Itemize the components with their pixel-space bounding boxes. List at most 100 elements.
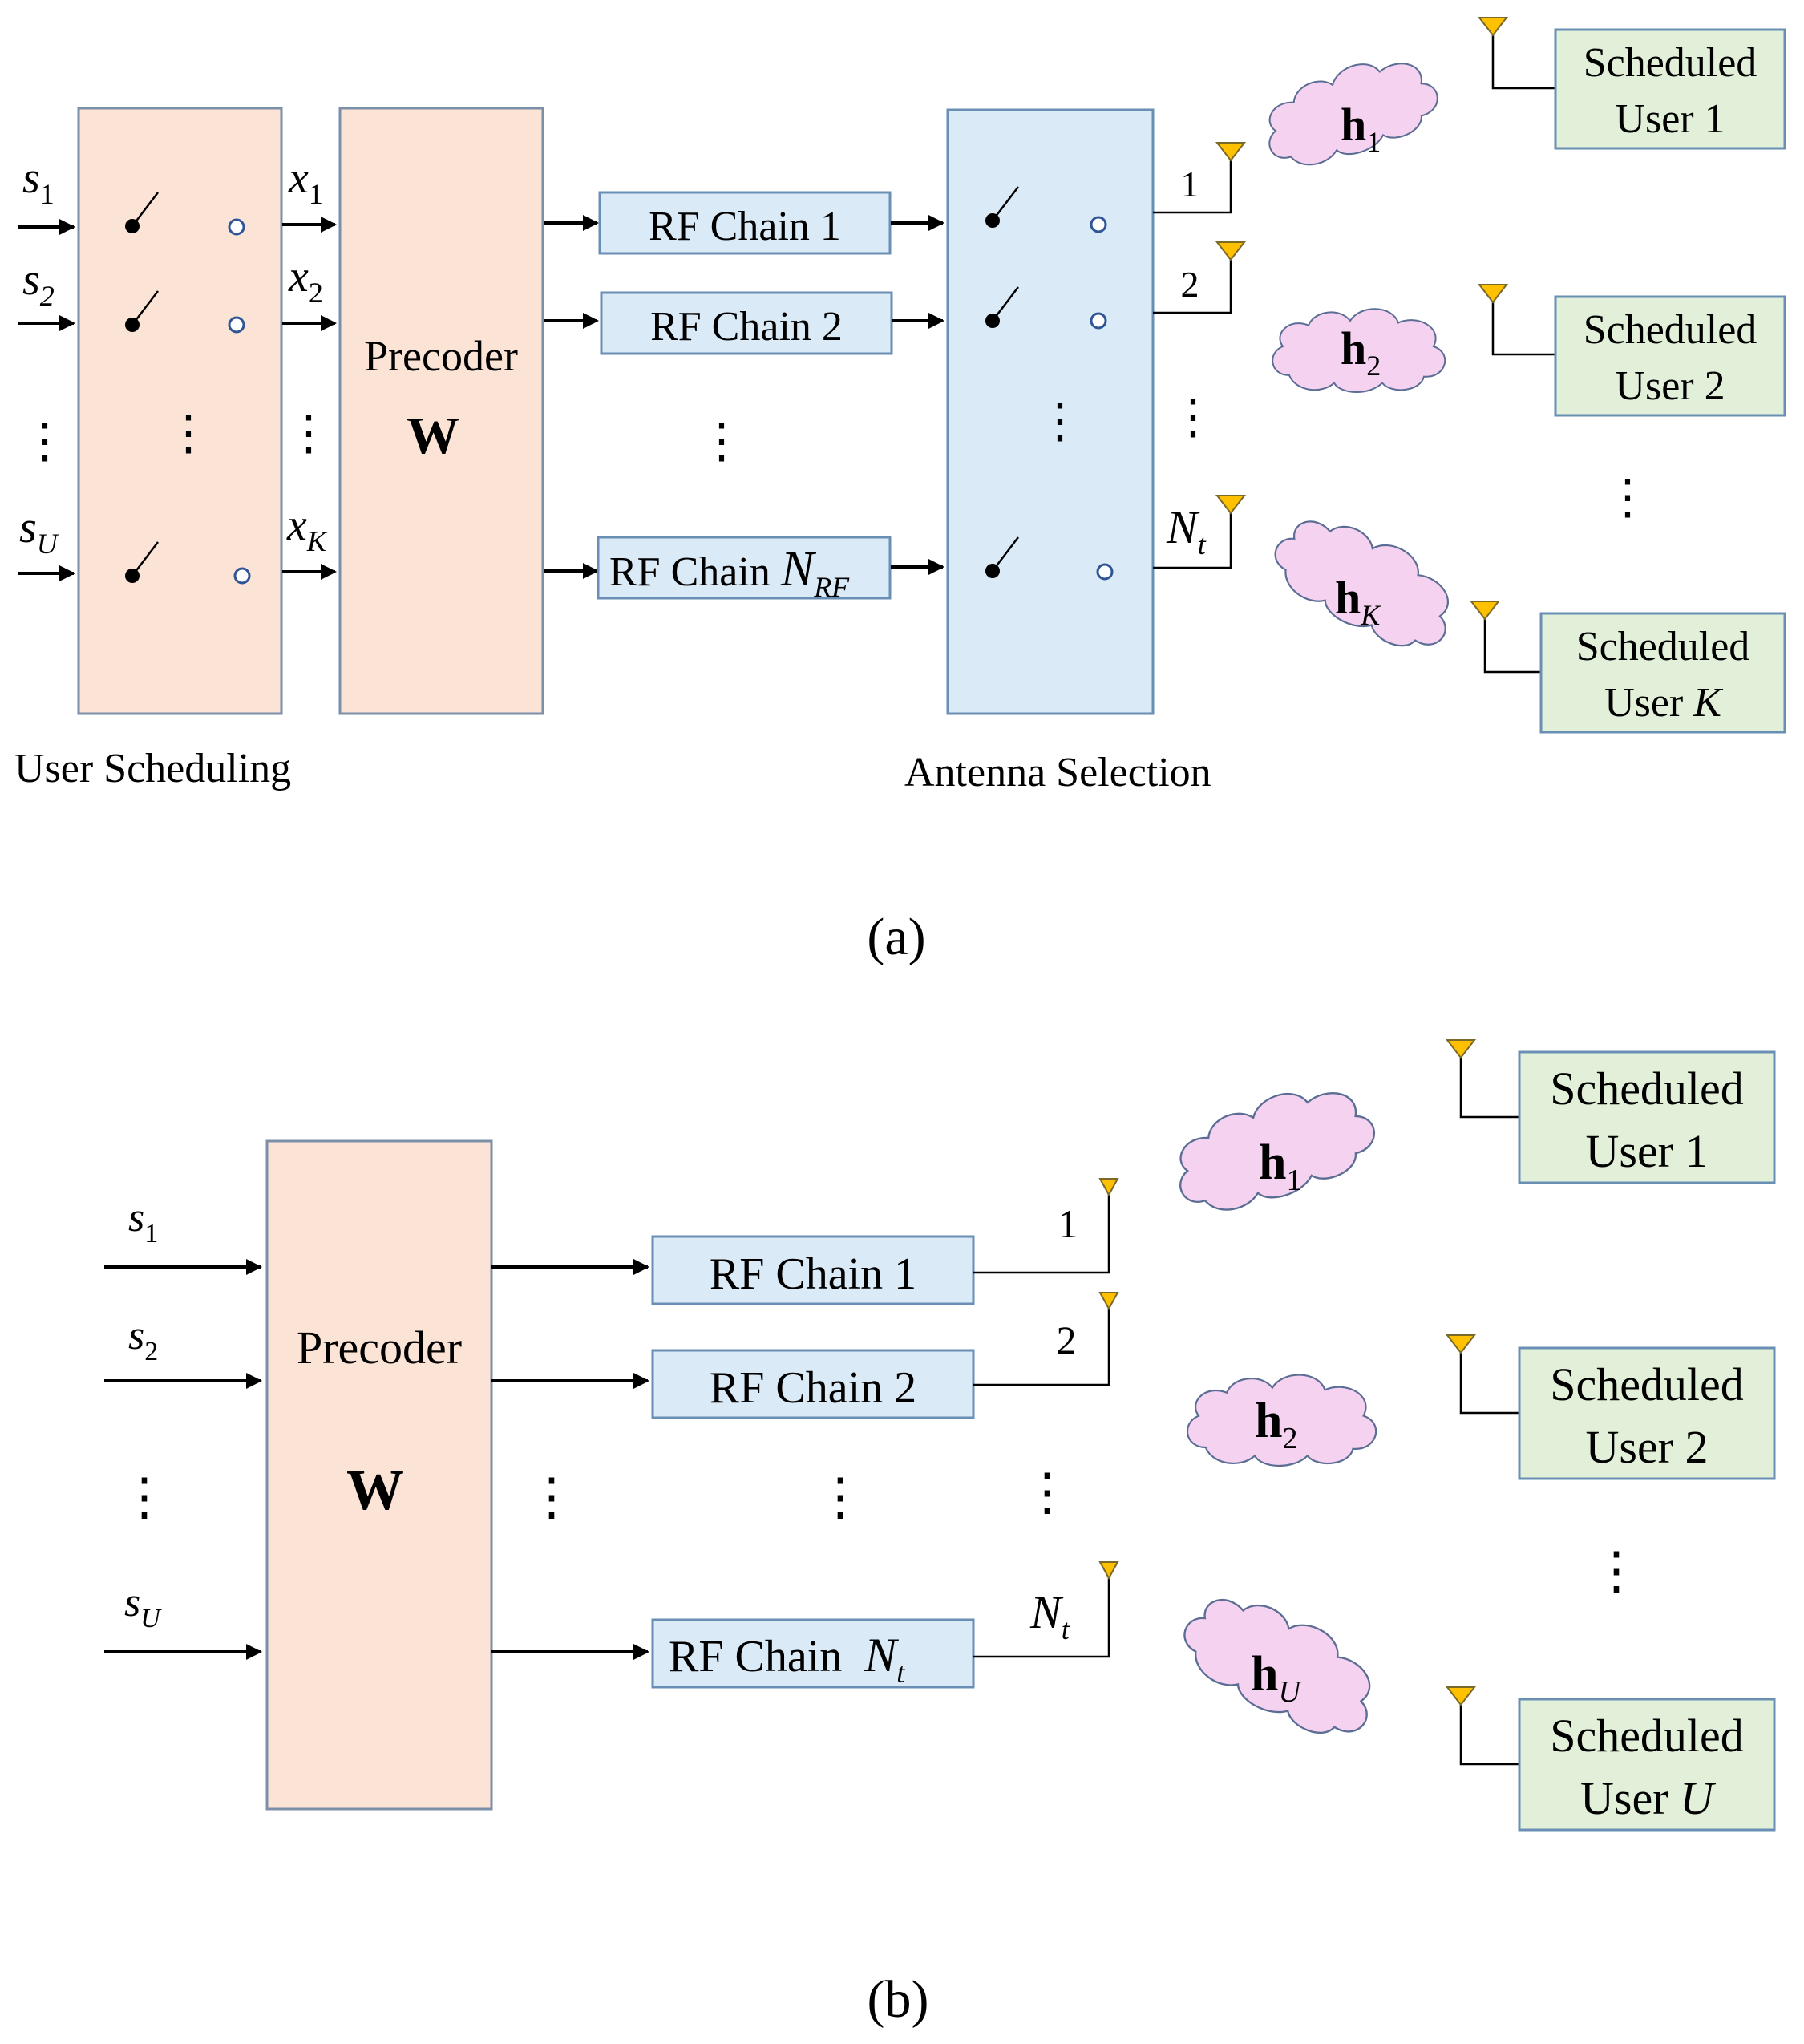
antenna-1-label-b: 1 — [1058, 1201, 1078, 1246]
user-u-antenna-icon-b — [1445, 1686, 1477, 1706]
rf-chain-1-label-b: RF Chain 1 — [710, 1249, 916, 1299]
user-1-box-a — [1554, 28, 1786, 150]
antenna-1-icon-b — [1098, 1178, 1119, 1197]
user-2-box-a — [1554, 295, 1786, 417]
input-arrows-b — [104, 1259, 262, 1660]
antenna-2-label-b: 2 — [1057, 1317, 1077, 1362]
user-scheduling-label: User Scheduling — [14, 746, 291, 791]
input-ellipsis-b: ⋮ — [119, 1468, 170, 1525]
input-su-label-b: sU — [124, 1580, 162, 1633]
antenna-labels-b: 1 2 ⋮ Nt — [1021, 1201, 1078, 1645]
user-k-line2-a: User K — [1604, 680, 1723, 726]
user-1-line1-b: Scheduled — [1550, 1062, 1744, 1115]
x2-label: x2 — [288, 252, 323, 309]
precoder-label-b: Precoder — [297, 1322, 462, 1374]
rf-selection-arrows — [891, 215, 944, 575]
antenna-selection-block — [946, 108, 1155, 715]
antenna-selection-label: Antenna Selection — [904, 750, 1211, 795]
input-ellipsis-a: ⋮ — [21, 415, 69, 467]
scheduled-labels: x1 x2 ⋮ xK — [285, 153, 333, 557]
precoder-rf-arrows-b — [491, 1259, 649, 1660]
user-u-line1-b: Scheduled — [1550, 1710, 1744, 1762]
user-2-line1-a: Scheduled — [1584, 307, 1757, 353]
channel-h1-label-b: h1 — [1259, 1135, 1301, 1197]
users-ellipsis-a: ⋮ — [1604, 471, 1652, 524]
input-s2-label-b: s2 — [128, 1313, 158, 1366]
input-arrows-a — [18, 219, 75, 581]
precoder-label-a: Precoder — [364, 332, 518, 380]
precoder-block-b — [265, 1139, 493, 1811]
channels-b: h1 h2 hU — [1161, 1069, 1395, 1756]
rf-chains-a: RF Chain 1 RF Chain 2 ⋮ RF Chain NRF — [597, 191, 893, 603]
users-ellipsis-b: ⋮ — [1591, 1542, 1642, 1599]
user-1-antenna-icon-b — [1445, 1039, 1477, 1059]
channel-h2-label-b: h2 — [1255, 1394, 1297, 1455]
scheduling-switches — [125, 192, 251, 585]
precoder-matrix-a: W — [407, 407, 459, 465]
antenna-labels-a: 1 2 ⋮ Nt — [1166, 164, 1217, 561]
user-2-antenna-icon-b — [1445, 1334, 1477, 1354]
user-2-line1-b: Scheduled — [1550, 1358, 1744, 1411]
antenna-ellipsis-a: ⋮ — [1169, 391, 1217, 443]
users-b: Scheduled User 1 Scheduled User 2 ⋮ Sche… — [1445, 1039, 1776, 1832]
channels-a: h1 h2 hK — [1252, 42, 1471, 667]
rf-chain-n-label-b: RF Chain Nt — [669, 1629, 905, 1689]
user-u-line2-b: User U — [1580, 1772, 1717, 1824]
antenna-feeds-b — [973, 1178, 1119, 1658]
antenna-1-icon-a — [1215, 142, 1247, 162]
rf-chain-2-box-a — [600, 291, 893, 355]
antenna-2-icon-a — [1215, 241, 1247, 261]
selection-ellipsis: ⋮ — [1036, 395, 1084, 447]
antenna-n-icon-b — [1098, 1561, 1119, 1581]
rf-chain-2-label-a: RF Chain 2 — [650, 304, 843, 350]
antenna-n-label-a: Nt — [1166, 501, 1207, 561]
rf-chain-1-box-b — [651, 1235, 975, 1305]
channel-h1-label-a: h1 — [1341, 99, 1381, 158]
input-s1-label-b: s1 — [128, 1195, 158, 1249]
antenna-n-icon-a — [1215, 495, 1247, 515]
channel-hk-label-a: hK — [1335, 572, 1381, 631]
antenna-feeds-a — [1153, 142, 1247, 569]
rf-chain-n-label-a: RF Chain NRF — [609, 542, 850, 603]
input-s2-label: s2 — [22, 255, 55, 312]
user-k-line1-a: Scheduled — [1576, 624, 1750, 670]
antenna-1-label-a: 1 — [1181, 164, 1199, 204]
user-2-box-b — [1518, 1346, 1776, 1480]
precoder-block-a — [338, 107, 544, 715]
user-1-antenna-icon-a — [1477, 17, 1509, 37]
rf-chain-1-label-a: RF Chain 1 — [649, 204, 841, 249]
rf-chain-n-box-b — [651, 1618, 975, 1689]
user-2-line2-b: User 2 — [1585, 1421, 1708, 1473]
user-1-line2-b: User 1 — [1585, 1125, 1708, 1177]
rf-ellipsis-b: ⋮ — [815, 1468, 866, 1525]
rf-chain-2-box-b — [651, 1349, 975, 1419]
input-su-label: sU — [19, 503, 59, 560]
antenna-2-icon-b — [1098, 1292, 1119, 1311]
input-s1-label: s1 — [22, 153, 55, 210]
user-k-antenna-icon-a — [1469, 601, 1501, 621]
precoder-matrix-b: W — [346, 1458, 404, 1522]
scheduled-ellipsis: ⋮ — [285, 407, 333, 459]
antenna-n-label-b: Nt — [1029, 1586, 1070, 1645]
user-1-line1-a: Scheduled — [1584, 40, 1757, 86]
rf-chain-n-box-a — [597, 536, 892, 600]
rf-chain-1-box-a — [598, 191, 892, 255]
caption-b: (b) — [868, 1970, 929, 2029]
precoder-rf-ellipsis-b: ⋮ — [526, 1468, 577, 1525]
user-u-box-b — [1518, 1698, 1776, 1832]
antenna-2-label-a: 2 — [1181, 264, 1199, 305]
precoder-rf-arrows-a — [544, 215, 599, 579]
user-1-box-b — [1518, 1050, 1776, 1184]
rf-ellipsis-a: ⋮ — [698, 415, 746, 467]
input-labels-a: s1 s2 ⋮ sU — [19, 153, 69, 560]
rf-chain-2-label-b: RF Chain 2 — [710, 1363, 916, 1413]
scheduled-arrows — [282, 217, 337, 580]
users-a: Scheduled User 1 Scheduled User 2 ⋮ Sche… — [1469, 17, 1786, 734]
antenna-ellipsis-b: ⋮ — [1021, 1463, 1073, 1520]
rf-chains-b: RF Chain 1 RF Chain 2 ⋮ RF Chain Nt — [651, 1235, 975, 1689]
caption-a: (a) — [867, 908, 925, 966]
channel-hu-label-b: hU — [1251, 1647, 1302, 1709]
x1-label: x1 — [288, 153, 323, 210]
panel-a: s1 s2 ⋮ sU ⋮ x1 x2 ⋮ xK Precoder W — [14, 17, 1786, 966]
